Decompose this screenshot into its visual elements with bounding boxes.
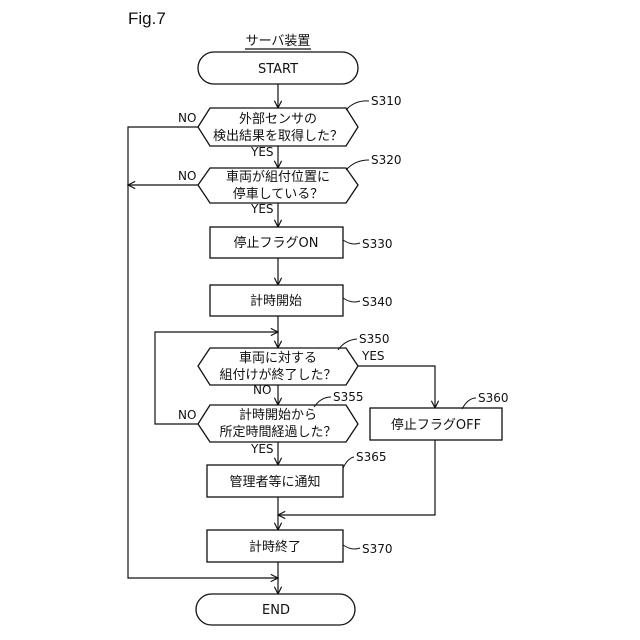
diagram-header: サーバ装置 xyxy=(246,34,311,49)
arrow-s350-yes-to-s360 xyxy=(358,366,435,408)
s370-step-id: S370 xyxy=(362,542,393,556)
s330-step-id: S330 xyxy=(362,237,393,251)
s330-leader xyxy=(343,240,360,244)
end-label: END xyxy=(262,603,290,618)
s350-no-label: NO xyxy=(253,383,271,397)
s310-no-label: NO xyxy=(178,111,196,125)
s320-leader xyxy=(346,160,369,170)
s340-text: 計時開始 xyxy=(250,293,302,309)
s320-no-label: NO xyxy=(178,169,196,183)
s355-text-line2: 所定時間経過した？ xyxy=(219,425,336,440)
s355-text-line1: 計時開始から xyxy=(239,407,317,423)
s365-text: 管理者等に通知 xyxy=(229,474,320,490)
s355-step-id: S355 xyxy=(333,390,364,404)
s350-yes-label: YES xyxy=(361,349,385,363)
s355-no-label: NO xyxy=(178,408,196,422)
s320-text-line1: 車両が組付位置に xyxy=(226,170,330,185)
s310-text-line1: 外部センサの xyxy=(239,112,317,127)
s310-text-line2: 検出結果を取得した？ xyxy=(213,128,343,144)
s365-step-id: S365 xyxy=(356,450,387,464)
s330-text: 停止フラグON xyxy=(234,235,319,251)
s310-yes-label: YES xyxy=(250,145,274,159)
s360-step-id: S360 xyxy=(478,391,509,405)
s320-text-line2: 停車している？ xyxy=(233,186,324,202)
s310-step-id: S310 xyxy=(371,94,402,108)
s320-step-id: S320 xyxy=(371,153,402,167)
s350-text-line2: 組付けが終了した？ xyxy=(219,367,336,383)
s320-yes-label: YES xyxy=(250,202,274,216)
start-label: START xyxy=(258,62,298,77)
s360-text: 停止フラグOFF xyxy=(391,417,481,433)
s355-yes-label: YES xyxy=(250,442,274,456)
figure-label: Fig.7 xyxy=(128,9,166,28)
s310-leader xyxy=(346,101,369,110)
s370-leader xyxy=(343,545,360,549)
s340-step-id: S340 xyxy=(362,295,393,309)
s350-text-line1: 車両に対する xyxy=(239,351,317,366)
s370-text: 計時終了 xyxy=(249,539,301,555)
s350-step-id: S350 xyxy=(359,332,390,346)
s365-leader xyxy=(343,457,354,468)
s340-leader xyxy=(343,298,360,302)
